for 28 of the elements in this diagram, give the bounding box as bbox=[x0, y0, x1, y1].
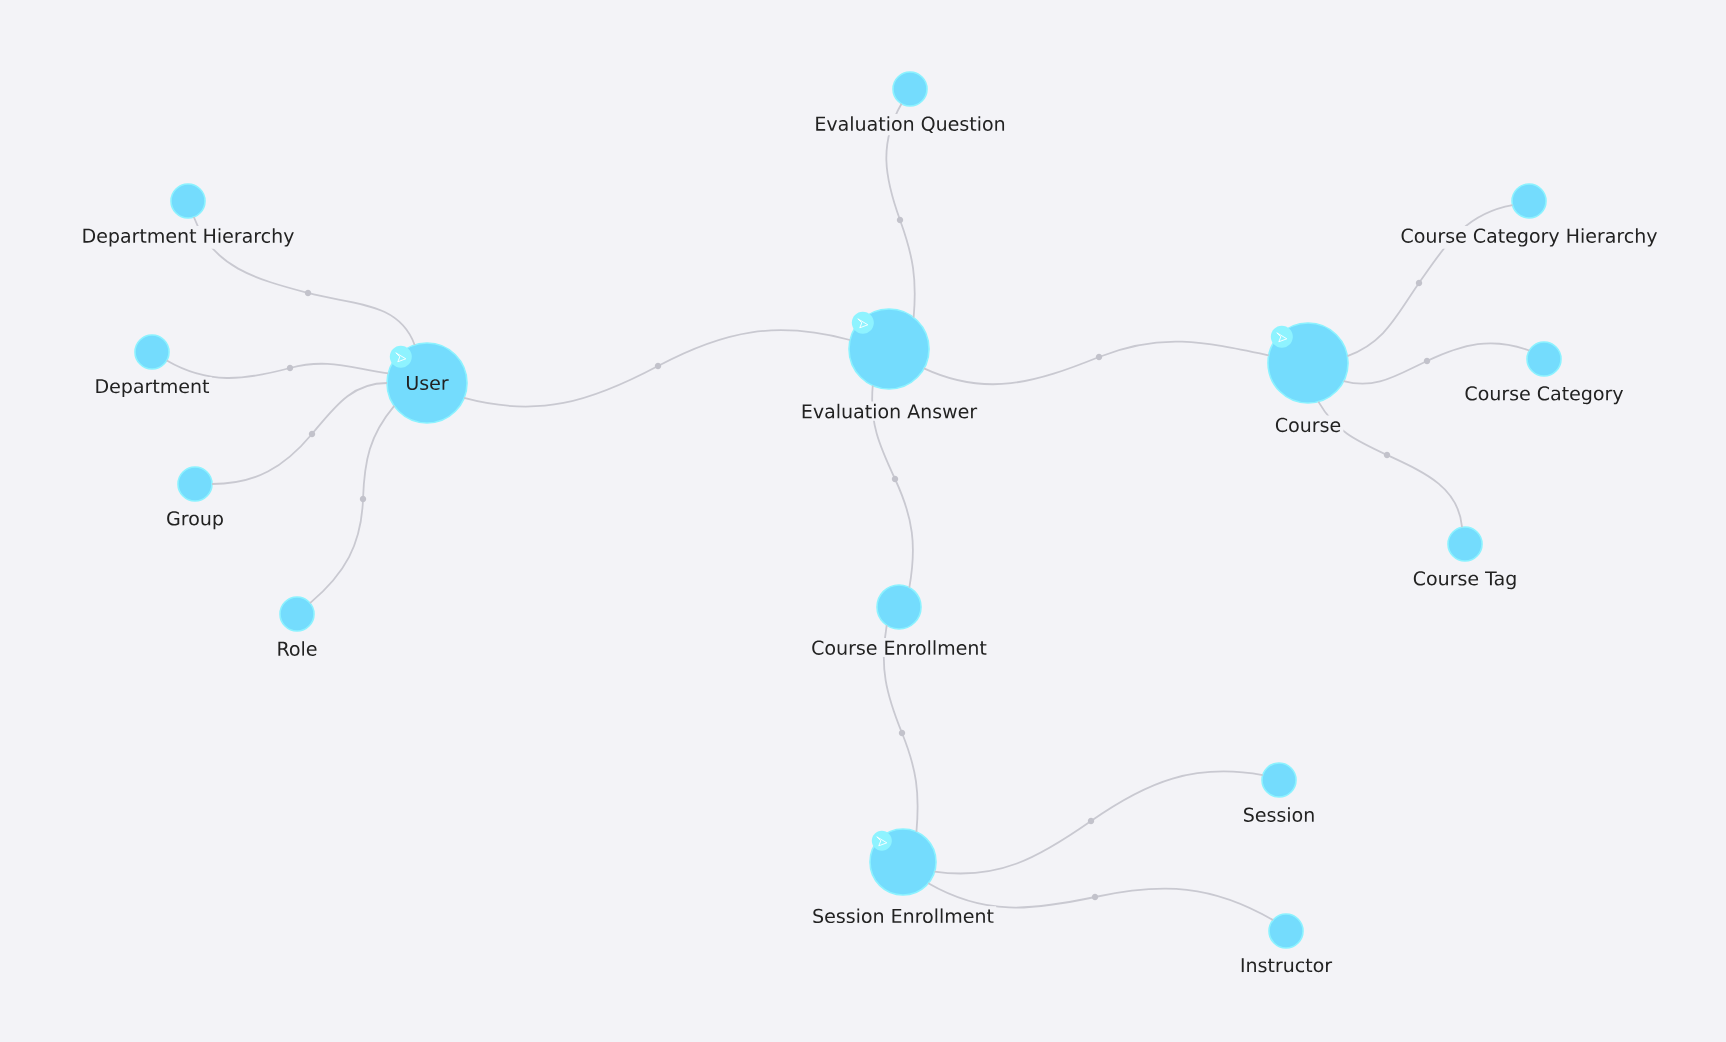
entity-label: Department bbox=[96, 379, 210, 397]
connector bbox=[463, 329, 851, 408]
connector bbox=[882, 624, 919, 833]
connector bbox=[211, 382, 388, 485]
entity-label: Role bbox=[278, 641, 317, 656]
entity-label: Instructor bbox=[1241, 958, 1333, 973]
entity-label: Evaluation Answer bbox=[802, 403, 978, 419]
entity-label: Course Category bbox=[1465, 386, 1623, 405]
entity-label: Course bbox=[1275, 417, 1341, 433]
connector bbox=[933, 770, 1264, 875]
entity-label: Group bbox=[167, 511, 223, 530]
connector bbox=[1317, 400, 1463, 529]
connector bbox=[871, 384, 914, 589]
connector bbox=[923, 340, 1270, 386]
connector bbox=[192, 216, 416, 346]
entity-label: Evaluation Question bbox=[816, 116, 1005, 134]
connector bbox=[927, 882, 1274, 921]
entity-label: Course Category Hierarchy bbox=[1401, 228, 1657, 247]
connector bbox=[309, 405, 396, 604]
entity-label: Department Hierarchy bbox=[83, 228, 294, 247]
entity-label: Course Enrollment bbox=[812, 640, 987, 655]
connector bbox=[1342, 342, 1531, 385]
connector bbox=[1346, 204, 1514, 357]
entity-label: Course Tag bbox=[1413, 571, 1516, 590]
connector bbox=[165, 359, 390, 379]
entity-label: Session Enrollment bbox=[813, 908, 994, 924]
connector bbox=[885, 102, 916, 319]
entity-label: Session bbox=[1244, 807, 1314, 822]
